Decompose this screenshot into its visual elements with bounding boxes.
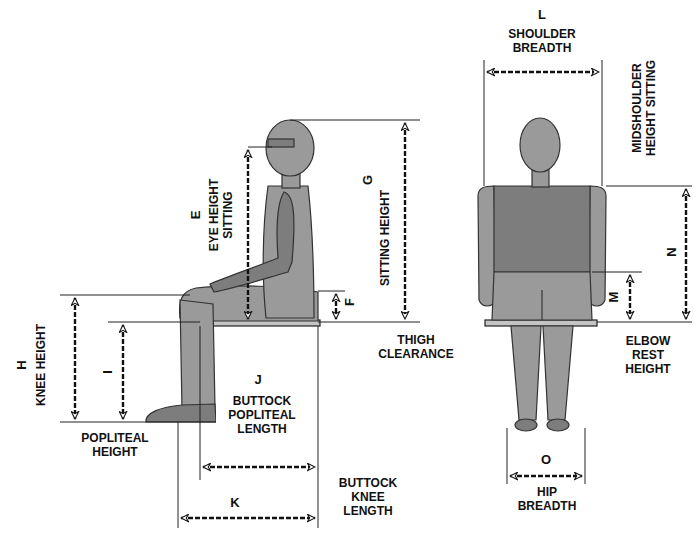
dimension-letter: E bbox=[189, 210, 204, 221]
dimension-letter: H bbox=[15, 359, 30, 370]
dimension-letter: J bbox=[253, 373, 262, 388]
dimension-name: BUTTOCK POPLITEAL LENGTH bbox=[216, 395, 308, 436]
side-figure bbox=[146, 120, 320, 422]
dimension-name: SHOULDER BREADTH bbox=[486, 28, 598, 56]
dimension-letter: G bbox=[361, 174, 376, 186]
dimension-name: BUTTOCK KNEE LENGTH bbox=[332, 477, 404, 518]
dimension-name: MIDSHOULDER HEIGHT SITTING bbox=[631, 52, 659, 164]
dimension-letter: L bbox=[537, 8, 547, 23]
dimension-letter: I bbox=[101, 369, 116, 375]
dimension-name: THIGH CLEARANCE bbox=[367, 334, 465, 362]
dimension-letter: N bbox=[665, 246, 680, 257]
dimension-name: ELBOW REST HEIGHT bbox=[617, 335, 679, 376]
dimension-name: KNEE HEIGHT bbox=[35, 323, 49, 407]
dimension-letter: O bbox=[540, 453, 552, 468]
dimension-name: SITTING HEIGHT bbox=[379, 189, 393, 287]
dimension-name: HIP BREADTH bbox=[511, 486, 583, 514]
dimension-letter: K bbox=[229, 496, 240, 511]
dimension-letter: M bbox=[607, 291, 622, 304]
extension-lines bbox=[60, 60, 692, 528]
dimension-name: EYE HEIGHT SITTING bbox=[208, 159, 236, 271]
dimension-name: POPLITEAL HEIGHT bbox=[59, 432, 171, 460]
front-figure bbox=[478, 118, 606, 431]
dimension-letter: F bbox=[343, 297, 358, 307]
